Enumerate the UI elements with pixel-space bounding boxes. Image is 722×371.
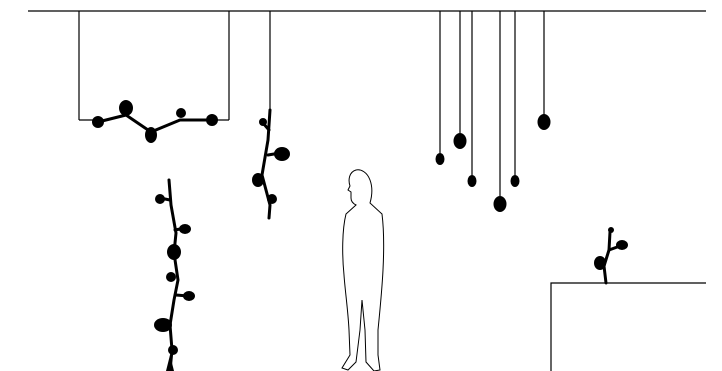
chandelier-bulb — [176, 108, 186, 118]
vine-leaf — [154, 318, 172, 332]
vine-leaf — [168, 345, 178, 355]
table-lamp-on-cabinet — [550, 227, 706, 371]
pendant-bulb — [453, 133, 467, 149]
vine-base — [166, 355, 174, 371]
vine-leaf — [167, 244, 181, 260]
pendant-bulb — [510, 175, 520, 187]
rectangular-chandelier — [78, 11, 230, 143]
vine-leaf — [183, 291, 195, 301]
chandelier-bulb — [92, 116, 104, 128]
vine-leaf — [267, 194, 277, 204]
vine-leaf — [155, 194, 165, 204]
vine-leaf — [274, 147, 290, 161]
lamp-leaf — [608, 227, 614, 233]
chandelier-bulb — [119, 100, 133, 116]
pendant-bulb — [435, 153, 445, 165]
hanging-vine-light — [252, 11, 290, 220]
lamp-leaf — [616, 240, 628, 250]
pendant-bulb — [493, 196, 507, 212]
pendant-cluster — [435, 11, 551, 212]
chandelier-bulb — [145, 127, 157, 143]
pendant-bulb — [537, 114, 551, 130]
vine-leaf — [179, 224, 191, 234]
chandelier-bulb — [206, 114, 218, 126]
human-silhouette — [341, 169, 385, 371]
pendant-bulb — [467, 175, 477, 187]
lamp-leaf — [594, 256, 606, 270]
standing-vine-light — [154, 178, 195, 371]
vine-leaf — [252, 173, 264, 187]
vine-leaf — [259, 118, 267, 126]
vine-leaf — [166, 272, 176, 282]
